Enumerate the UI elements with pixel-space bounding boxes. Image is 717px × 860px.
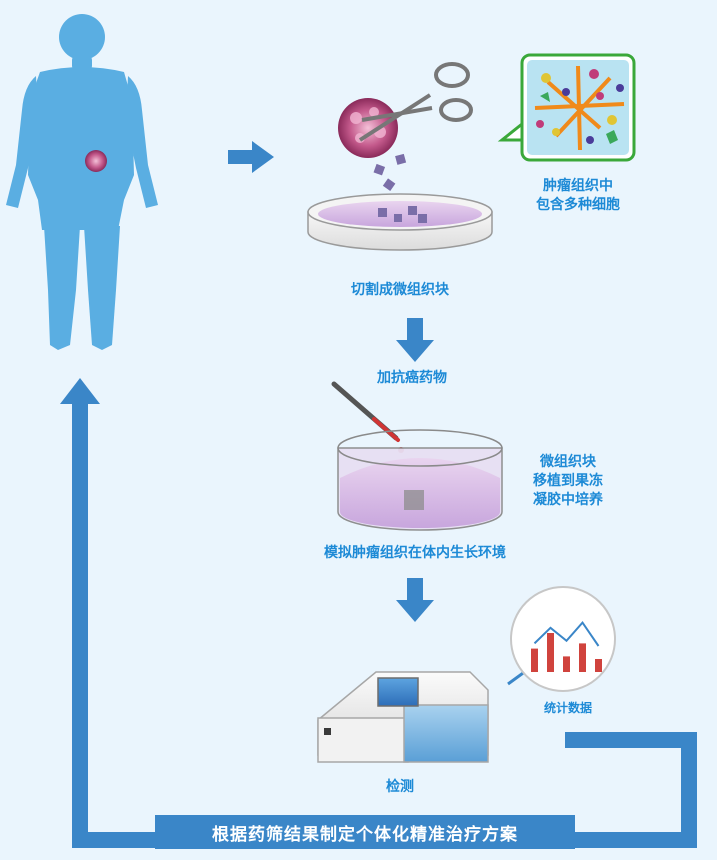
label-tumor-cells-line2: 包含多种细胞 (536, 196, 620, 213)
label-transplant-line2: 移植到果冻 (533, 472, 603, 489)
label-transplant-line1: 微组织块 (540, 454, 596, 470)
label-simulate: 模拟肿瘤组织在体内生长环境 (324, 545, 506, 561)
label-statistics: 统计数据 (543, 701, 592, 715)
tissue-pieces-in-dish (378, 206, 427, 223)
label-add-drug: 加抗癌药物 (377, 370, 447, 386)
label-transplant-line3: 凝胶中培养 (533, 491, 603, 508)
stats-chart-bubble (507, 586, 616, 692)
label-tumor-cells-line1: 肿瘤组织中 (543, 178, 613, 194)
return-path-arrow (60, 378, 697, 848)
cell-composition-panel (497, 53, 636, 162)
arrow-right-to-dish (228, 141, 274, 173)
human-body-figure (6, 14, 158, 350)
tumor-in-body-icon (85, 150, 107, 172)
culture-dish-icon (337, 429, 503, 531)
scissors-icon (358, 62, 473, 142)
label-transplant: 微组织块 移植到果冻 凝胶中培养 (508, 453, 628, 510)
stats-bar (563, 656, 570, 672)
analyzer-machine-icon (317, 671, 489, 763)
stats-bar (579, 643, 586, 672)
label-detection: 检测 (386, 779, 414, 795)
stats-bars (531, 633, 602, 672)
tissue-cubes-falling (373, 153, 407, 191)
label-tumor-cells: 肿瘤组织中 包含多种细胞 (516, 177, 640, 215)
arrow-down-1 (396, 318, 434, 362)
stats-bar (595, 659, 602, 672)
arrow-down-2 (396, 578, 434, 622)
petri-dish-icon (307, 193, 493, 251)
label-cut-tissue: 切割成微组织块 (351, 282, 449, 298)
pipette-icon (331, 381, 404, 453)
stats-trend-line (533, 620, 600, 647)
treatment-plan-banner: 根据药筛结果制定个体化精准治疗方案 (155, 815, 575, 849)
stats-bar (547, 633, 554, 672)
stats-bar (531, 648, 538, 672)
tumor-sphere-icon (338, 98, 398, 158)
